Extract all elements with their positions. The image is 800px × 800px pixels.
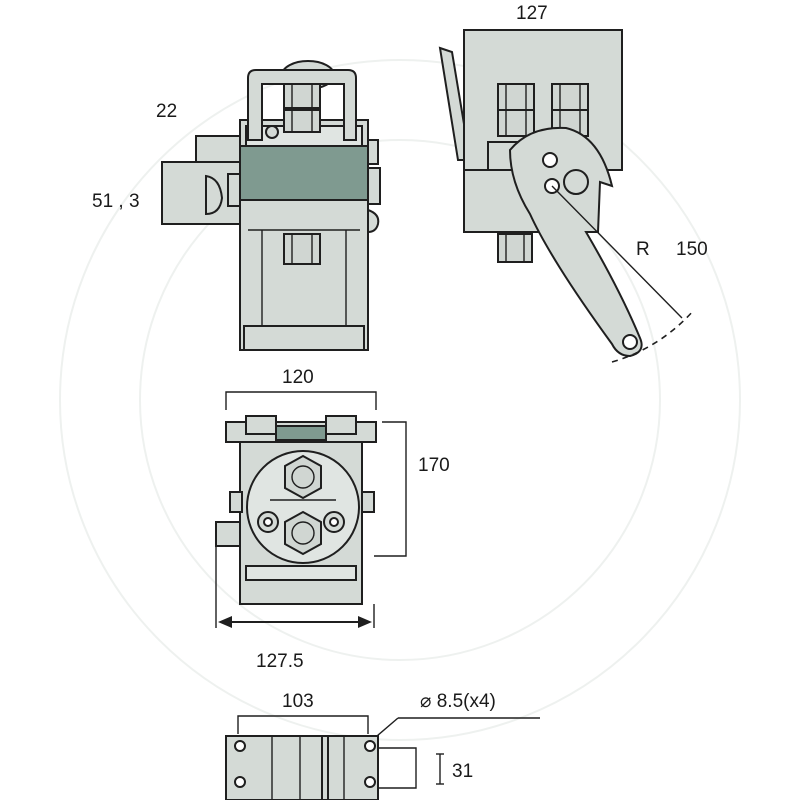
dimension-150: 150 [676,239,708,260]
dimension-31: 31 [452,761,474,782]
dimension-103: 103 [282,691,314,712]
top-view [215,391,407,628]
dimension-51-3: 51 , 3 [92,191,140,212]
dimension-127-5: 127.5 [256,651,304,672]
dimension-170: 170 [418,455,450,476]
background-watermark [59,59,741,741]
front-view [161,60,381,351]
dimension-radius-symbol: R [636,239,650,260]
base-plate-view [225,715,540,800]
side-view [438,29,695,363]
dimension-22: 22 [156,101,178,122]
dimension-127: 127 [516,3,548,24]
dimension-120: 120 [282,367,314,388]
dimension-hole-diameter: ⌀ 8.5(x4) [420,691,496,712]
